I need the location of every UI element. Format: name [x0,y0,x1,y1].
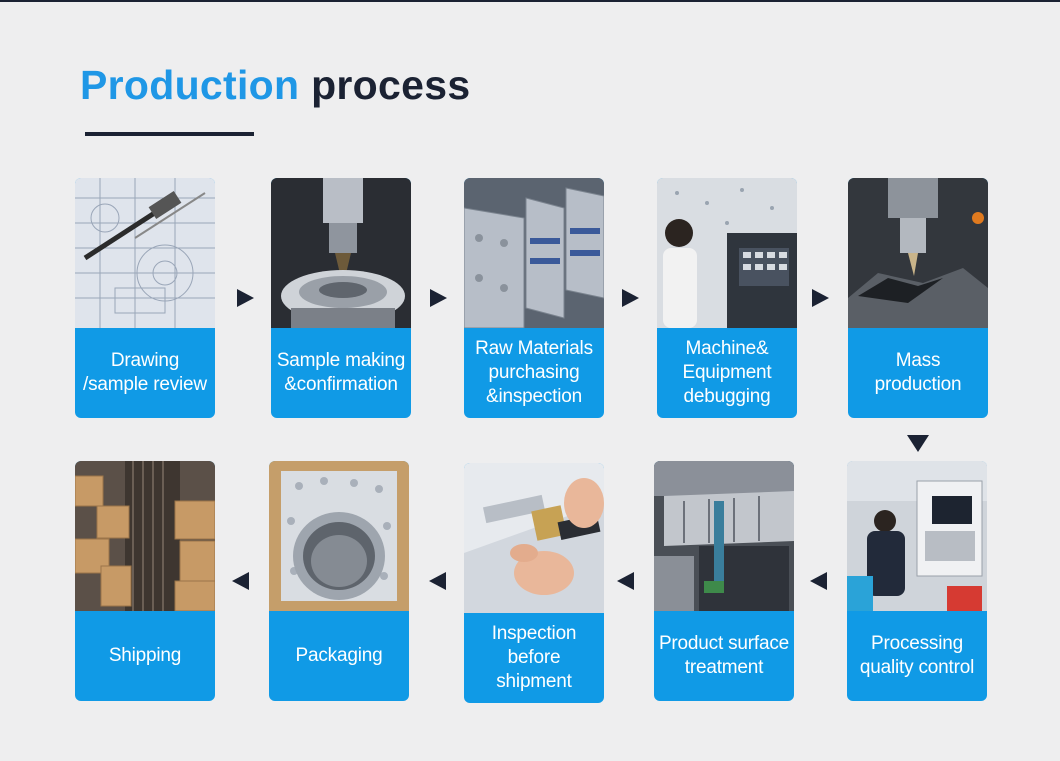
step-card-machine-debugging: Machine& Equipment debugging [657,178,797,418]
step-card-sample-making: Sample making &confirmation [271,178,411,418]
raw-materials-photo [464,178,604,328]
arrow-left-icon [429,572,446,590]
step-label: Processing quality control [859,633,975,678]
step-label: Mass production [874,350,962,395]
drawing-photo [75,178,215,328]
step-label: Drawing /sample review [83,350,207,395]
surface-treatment-photo [654,461,794,611]
step-card-packaging: Packaging [269,461,409,701]
step-label: Packaging [295,645,383,666]
step-card-drawing-review: Drawing /sample review [75,178,215,418]
title-underline [85,132,254,136]
step-card-inspection: Inspection before shipment [464,463,604,703]
arrow-left-icon [232,572,249,590]
arrow-right-icon [622,289,639,307]
step-label: Inspection before shipment [491,623,577,692]
title-rest: process [299,62,471,108]
arrow-right-icon [237,289,254,307]
step-card-surface-treatment: Product surface treatment [654,461,794,701]
arrow-right-icon [812,289,829,307]
step-card-mass-production: Mass production [848,178,988,418]
top-border-line [0,0,1060,2]
arrow-down-icon [907,435,929,452]
packaging-photo [269,461,409,611]
step-card-quality-control: Processing quality control [847,461,987,701]
arrow-left-icon [810,572,827,590]
arrow-left-icon [617,572,634,590]
step-label: Machine& Equipment debugging [682,338,772,407]
step-card-raw-materials: Raw Materials purchasing &inspection [464,178,604,418]
step-label: Shipping [108,645,182,666]
quality-control-photo [847,461,987,611]
shipping-photo [75,461,215,611]
arrow-right-icon [430,289,447,307]
inspection-photo [464,463,604,613]
step-label: Product surface treatment [658,633,790,678]
title-accent: Production [80,62,300,108]
page-title: Production process [80,62,470,109]
step-label: Sample making &confirmation [276,350,406,395]
step-card-shipping: Shipping [75,461,215,701]
mass-production-photo [848,178,988,328]
sample-machining-photo [271,178,411,328]
machine-debugging-photo [657,178,797,328]
step-label: Raw Materials purchasing &inspection [475,338,593,407]
